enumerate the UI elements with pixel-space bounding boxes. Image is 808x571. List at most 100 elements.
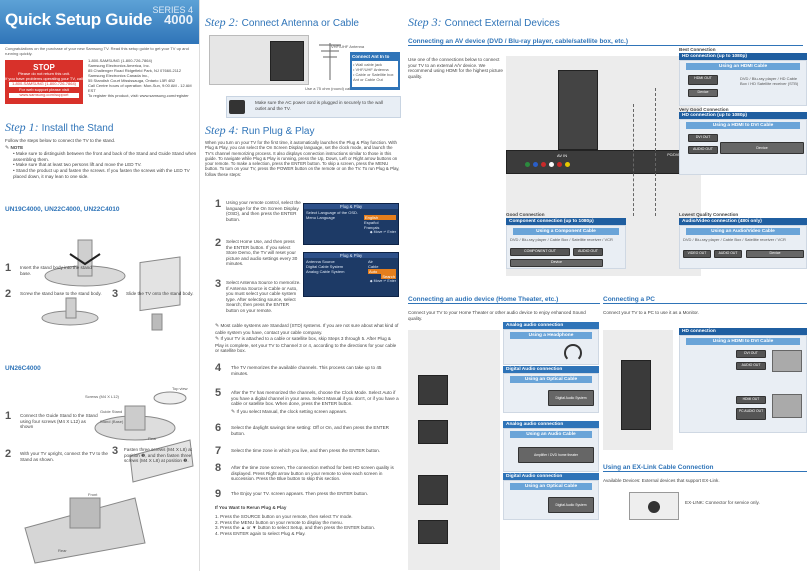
rerun-num: 2. — [215, 519, 219, 525]
very-good-label: Very Good Connection — [679, 106, 729, 112]
note-text: If your TV is attached to a cable or sat… — [215, 336, 397, 354]
rerun-num: 4. — [215, 530, 219, 536]
step4-s4-text: The TV memorizes the available channels.… — [231, 365, 382, 376]
vhf-label: VHF/UHF Antenna — [331, 44, 365, 49]
av-heading: Connecting an AV device (DVD / Blu-ray p… — [408, 38, 803, 46]
menu-option-selected[interactable]: Auto — [368, 269, 396, 274]
stop-web[interactable]: www.samsung.com/support — [9, 92, 79, 98]
analog-audio-bar: Analog audio connection — [503, 322, 599, 329]
menu-option[interactable]: Air — [368, 259, 373, 264]
digital-system-box: Digital Audio System — [548, 497, 594, 513]
audio-heading: Connecting an audio device (Home Theater… — [408, 296, 600, 304]
jack-red[interactable] — [541, 162, 546, 167]
step4-s8-text: After the time zone screen, The connecti… — [231, 465, 394, 482]
tv-back — [270, 41, 304, 81]
component-out-port: COMPONENT OUT — [510, 247, 570, 256]
port-label: AUDIO OUT — [718, 250, 738, 255]
av-cable-card: Using an Audio/Video Cable DVD / Blu-ray… — [679, 224, 807, 269]
rerun-text: Press the SOURCE button on your remote, … — [220, 514, 353, 519]
video-out-port: VIDEO OUT — [683, 249, 711, 258]
exlink-port-icon — [648, 501, 660, 513]
power-note: Make sure the AC power cord is plugged i… — [255, 100, 383, 111]
series-badge: SERIES 4 4000 — [152, 6, 193, 27]
step-number: 3: — [431, 15, 442, 29]
stop-line: For web support please visit — [19, 86, 69, 92]
port-label: DVI OUT — [695, 135, 711, 140]
tv-bottom-panel: AV IN PC/DVI AUDIO IN — [506, 150, 701, 174]
audio-out-panel — [418, 475, 448, 505]
rerun-text: Press the MENU button on your remote to … — [220, 519, 343, 525]
analog-audio-bar: Analog audio connection — [503, 421, 599, 428]
port-label: AUDIO OUT — [741, 363, 761, 367]
search-button[interactable]: Search — [381, 274, 396, 279]
device-list: DVD / Blu-ray player / Cable Box / Satel… — [510, 236, 613, 242]
plug-icon — [229, 100, 245, 114]
menu-option[interactable]: Español — [364, 220, 379, 225]
hdmi-dvi-card: Using a HDMI to DVI Cable DVI OUT AUDIO … — [679, 119, 807, 176]
digital-audio-bar: Digital Audio connection — [503, 366, 599, 373]
contact-line: Call Centre hours of operation: Mon-Sun,… — [88, 83, 192, 93]
step4-note1: ✎ Most cable systems are Standard (STD) … — [215, 323, 400, 335]
component-bar: Component connection (up to 1080p) — [506, 217, 626, 225]
stop-line: If you have problems operating your TV, … — [5, 75, 83, 81]
note-text: Stand the product up and fasten the scre… — [13, 167, 190, 179]
step1-b1-text: Connect the Guide Stand to the Stand usi… — [20, 413, 98, 430]
amp-box: Amplifier / DVD home theater — [518, 447, 594, 463]
note-icon: ✎ — [215, 336, 220, 342]
av-text: Use one of the connections below to conn… — [408, 57, 503, 79]
note-item: • Stand the product up and fasten the sc… — [13, 167, 190, 179]
cable-line — [655, 88, 656, 216]
headphone-jack-panel — [418, 375, 448, 405]
pc-heading: Connecting a PC — [603, 296, 807, 304]
jack-red[interactable] — [557, 162, 562, 167]
best-connection-card: Best Connection HD connection (up to 108… — [679, 47, 807, 176]
step-word: Step — [205, 123, 226, 137]
device-box: Device — [746, 249, 804, 258]
pc-port: HDMI OUT — [736, 396, 766, 404]
note-text: Make sure that at least two persons lift… — [15, 162, 142, 168]
step-num: 2 — [5, 288, 12, 300]
rerun-item: 1. Press the SOURCE button on your remot… — [215, 514, 400, 520]
port-label: HDMI OUT — [694, 75, 712, 80]
exlink-panel — [629, 492, 679, 520]
step-word: Step — [408, 15, 429, 29]
step1-a1-text: Insert the stand body into the stand bas… — [20, 265, 92, 276]
step4-s5-text: After the TV has memorized the channels,… — [231, 390, 399, 407]
device-box: Device — [510, 258, 603, 267]
note-item: • Make sure that at least two persons li… — [13, 162, 142, 168]
device-label: Amplifier / DVD home theater — [533, 453, 579, 457]
device-label: Device — [769, 250, 781, 255]
optical-panel — [418, 420, 448, 444]
jack-yellow[interactable] — [565, 162, 570, 167]
component-card: Using a Component Cable DVD / Blu-ray pl… — [506, 224, 626, 269]
menu-option[interactable]: Cable — [368, 264, 379, 269]
audio-tv-panel — [408, 330, 500, 570]
digital-audio-bar: Digital Audio connection — [503, 473, 599, 480]
menu-row: Select Language of the OSD. — [306, 210, 359, 215]
menu-option[interactable]: Français — [364, 225, 380, 230]
connect-item-text: VHF/UHF Antenna — [355, 67, 389, 72]
model-b-heading: UN26C4000 — [5, 365, 41, 372]
optical-bar: Using an Optical Cable — [510, 376, 592, 383]
exlink-heading: Using an EX-Link Cable Connection — [603, 464, 807, 472]
jack-green[interactable] — [525, 162, 530, 167]
step-num: 1 — [215, 198, 222, 210]
pc-port: AUDIO OUT — [736, 362, 766, 370]
audio-cable-bar: Using an Audio Cable — [510, 431, 592, 438]
step4-title: Run Plug & Play — [241, 126, 315, 137]
intro-text: Congratulations on the purchase of your … — [5, 46, 189, 56]
step-number: 2: — [228, 15, 239, 29]
contact-line: Samsung Electronics Canada Inc., — [88, 73, 150, 78]
jack-white[interactable] — [549, 162, 554, 167]
tv-side-panel — [558, 70, 598, 150]
menu-option-selected[interactable]: English — [364, 215, 396, 220]
column-left: Quick Setup Guide SERIES 4 4000 Congratu… — [0, 0, 200, 571]
jack-blue[interactable] — [533, 162, 538, 167]
